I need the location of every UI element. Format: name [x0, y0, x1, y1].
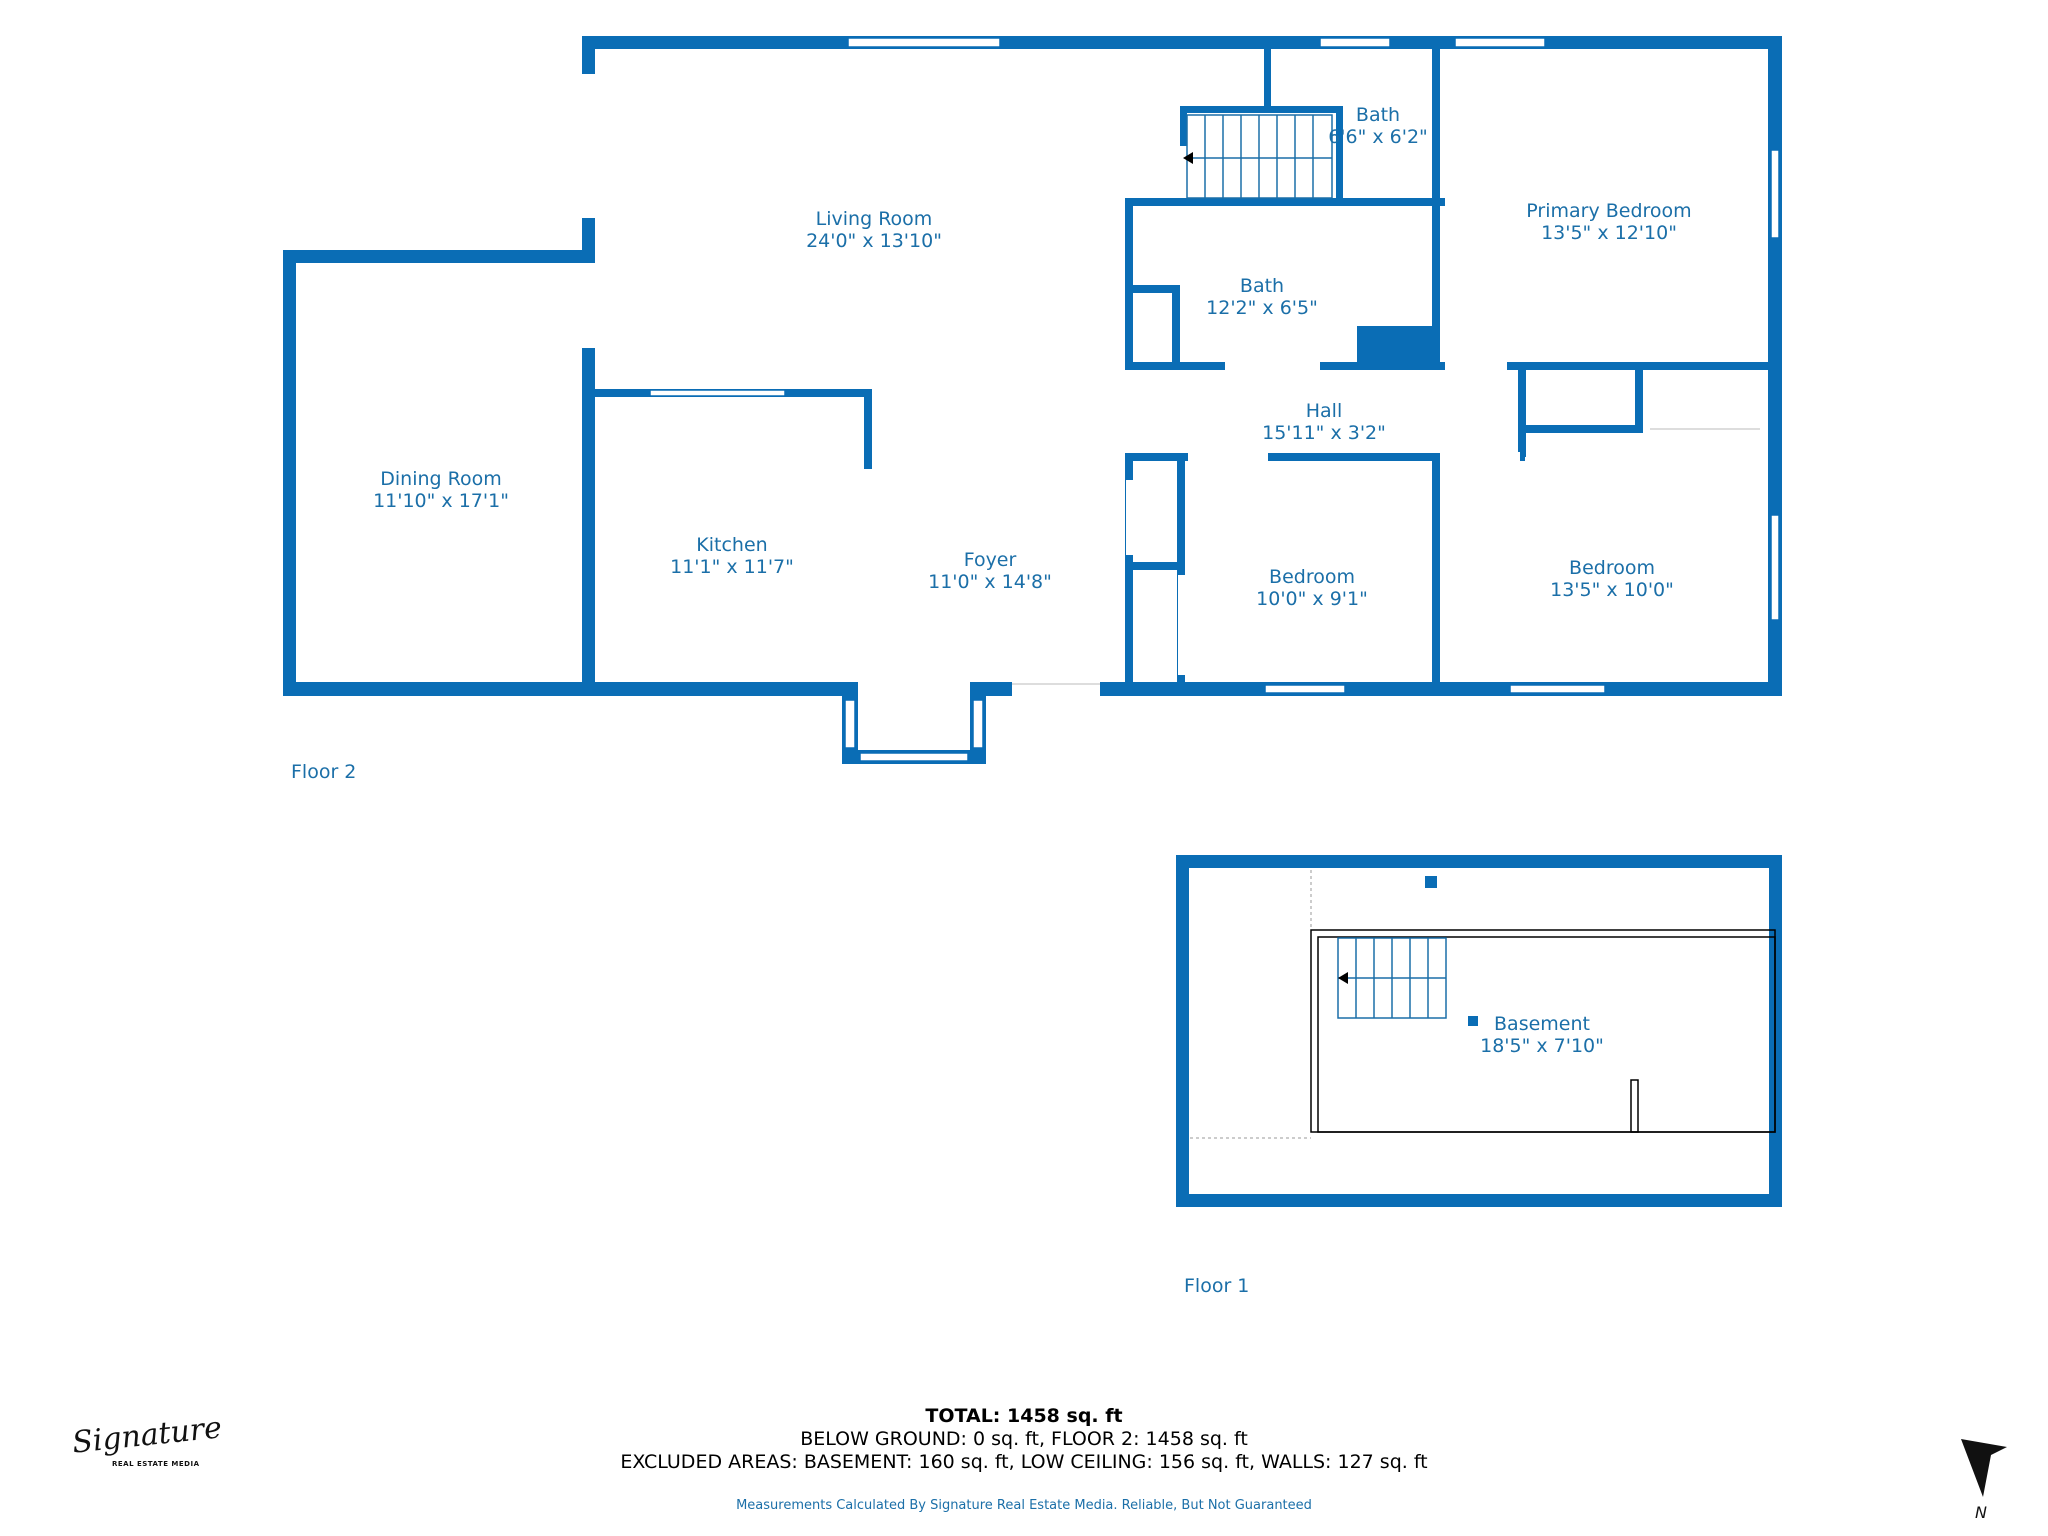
floor-1-plan: [1176, 855, 1782, 1207]
room-name: Bedroom: [1569, 557, 1655, 579]
wall: [1468, 1016, 1478, 1026]
wall: [582, 36, 595, 74]
room-dims: 11'0" x 14'8": [928, 571, 1052, 593]
wall: [582, 36, 1782, 49]
window: [649, 389, 786, 397]
window: [859, 752, 969, 762]
stairs: [1337, 937, 1447, 1019]
total-area: TOTAL: 1458 sq. ft: [925, 1405, 1123, 1427]
wall: [1125, 362, 1225, 370]
wall: [1180, 106, 1187, 146]
room-dims: 18'5" x 7'10": [1480, 1035, 1604, 1057]
wall: [1362, 328, 1432, 368]
room-name: Bedroom: [1269, 566, 1355, 588]
room-name: Dining Room: [380, 468, 501, 490]
wall: [1183, 106, 1343, 113]
wall: [1176, 855, 1782, 868]
logo-subtitle: REAL ESTATE MEDIA: [112, 1460, 200, 1468]
wall: [1176, 855, 1189, 1207]
wall: [1125, 453, 1525, 461]
wall: [1432, 44, 1440, 364]
room-dims: 6'6" x 6'2": [1328, 126, 1428, 148]
wall: [1125, 562, 1185, 570]
wall: [283, 250, 296, 696]
window: [972, 699, 984, 749]
room-name: Kitchen: [696, 534, 767, 556]
room-dims: 12'2" x 6'5": [1206, 297, 1318, 319]
signature-logo: Signature REAL ESTATE MEDIA: [71, 1408, 224, 1488]
room-dims: 13'5" x 12'10": [1541, 222, 1677, 244]
window: [1319, 37, 1391, 48]
wall: [585, 389, 593, 696]
room-name: Basement: [1494, 1013, 1590, 1035]
window: [844, 699, 856, 749]
logo-script: Signature: [70, 1410, 224, 1461]
wall: [1432, 453, 1440, 696]
room-name: Living Room: [816, 208, 933, 230]
wall: [1172, 285, 1180, 365]
wall: [864, 389, 872, 469]
wall: [1336, 106, 1343, 201]
room-dims: 10'0" x 9'1": [1256, 588, 1368, 610]
window: [1454, 37, 1546, 48]
wall: [1177, 453, 1185, 696]
room-dims: 11'1" x 11'7": [670, 556, 794, 578]
compass: N: [1955, 1435, 2015, 1525]
room-name: Hall: [1306, 400, 1343, 422]
wall: [1425, 876, 1437, 888]
window: [847, 37, 1001, 48]
room-name: Primary Bedroom: [1526, 200, 1691, 222]
wall: [1125, 453, 1133, 696]
floor-label: Floor 1: [1184, 1275, 1249, 1297]
room-name: Bath: [1240, 275, 1284, 297]
room-dims: 24'0" x 13'10": [806, 230, 942, 252]
wall: [1635, 362, 1643, 432]
wall: [582, 218, 595, 263]
wall: [1518, 425, 1643, 433]
area-breakdown: BELOW GROUND: 0 sq. ft, FLOOR 2: 1458 sq…: [800, 1428, 1248, 1450]
wall: [1432, 362, 1782, 370]
room-name: Bath: [1356, 104, 1400, 126]
north-arrow-icon: [1961, 1439, 2007, 1497]
wall: [1125, 198, 1133, 370]
room-name: Foyer: [964, 549, 1017, 571]
compass-label: N: [1975, 1503, 1987, 1522]
window: [1770, 149, 1780, 239]
stairs: [1183, 114, 1333, 199]
excluded-areas: EXCLUDED AREAS: BASEMENT: 160 sq. ft, LO…: [620, 1451, 1428, 1473]
area-summary: TOTAL: 1458 sq. ft BELOW GROUND: 0 sq. f…: [0, 1405, 2048, 1474]
window: [1509, 684, 1606, 694]
wall: [1176, 1194, 1782, 1207]
wall: [1518, 362, 1526, 457]
wall: [1125, 198, 1445, 206]
floor-2-plan: [283, 36, 1782, 764]
room-dims: 15'11" x 3'2": [1262, 422, 1386, 444]
floor-label: Floor 2: [291, 761, 356, 783]
room-dims: 11'10" x 17'1": [373, 490, 509, 512]
wall: [1125, 285, 1180, 293]
disclaimer: Measurements Calculated By Signature Rea…: [736, 1498, 1312, 1513]
wall: [283, 250, 595, 263]
room-dims: 13'5" x 10'0": [1550, 579, 1674, 601]
wall: [1264, 44, 1271, 110]
window: [1770, 514, 1780, 621]
window: [1264, 684, 1346, 694]
